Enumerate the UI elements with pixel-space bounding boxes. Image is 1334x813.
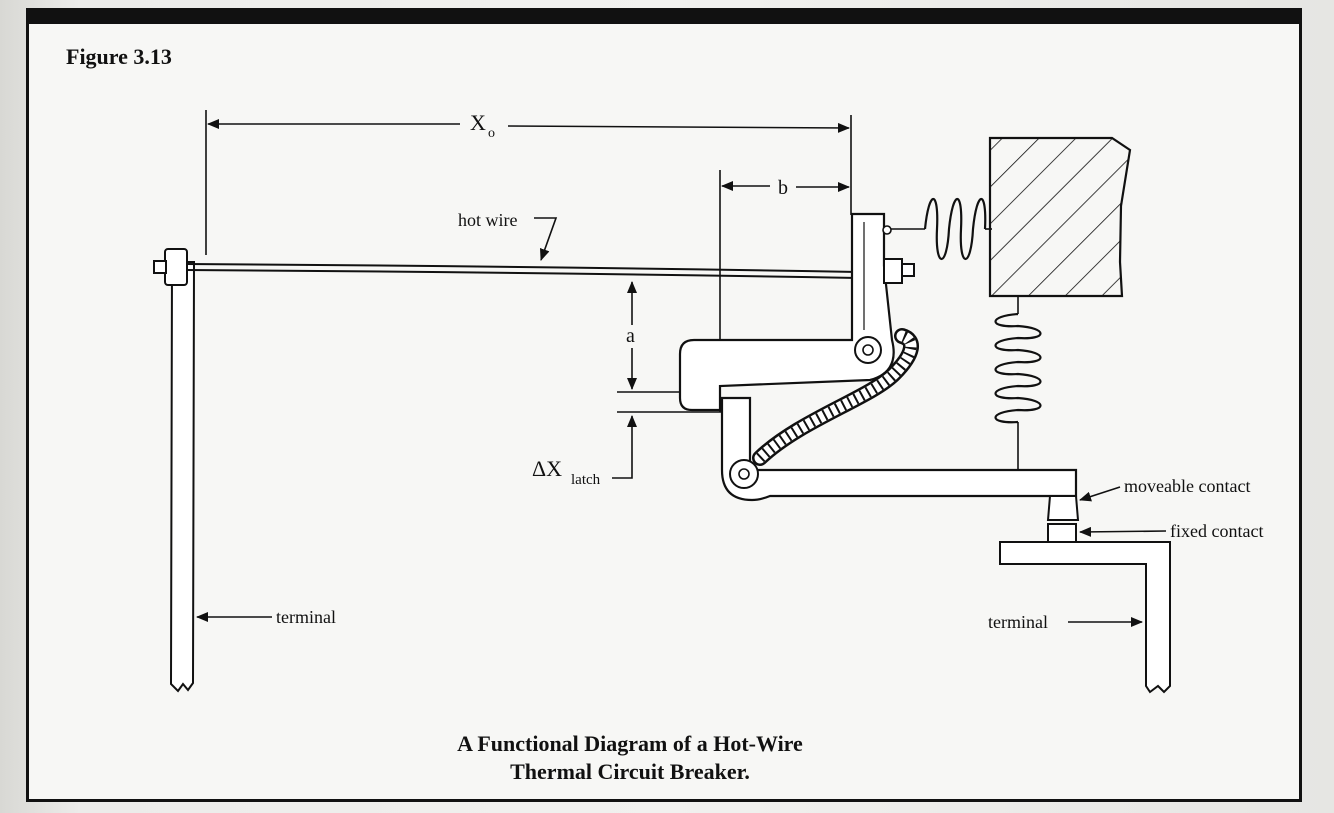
caption-line-1: A Functional Diagram of a Hot-Wire: [457, 731, 803, 756]
left-terminal-post: [169, 261, 196, 693]
figure-caption: A Functional Diagram of a Hot-Wire Therm…: [380, 730, 880, 786]
b-label: b: [778, 177, 788, 199]
left-wire-anchor: [153, 248, 188, 286]
dimension-a: a: [617, 281, 722, 413]
left-terminal-label: terminal: [276, 607, 336, 627]
flexible-braid: [752, 328, 919, 466]
upper-latch-lever: [678, 212, 915, 412]
fixed-contact: [1047, 523, 1077, 543]
moveable-contact-pointer: [1079, 486, 1121, 502]
hot-wire-label: hot wire: [458, 210, 517, 230]
fixed-contact-pointer: [1079, 526, 1167, 537]
fixed-contact-label: fixed contact: [1170, 521, 1263, 541]
contact-spring: [994, 296, 1042, 470]
fixed-housing-block: [988, 136, 1132, 298]
a-label: a: [626, 325, 635, 347]
dimension-x0: X o: [205, 110, 852, 255]
latch-spring: [891, 197, 992, 261]
figure-number: Figure 3.13: [66, 44, 172, 69]
right-terminal-bracket: [999, 541, 1171, 694]
dimension-delta-x-latch: ΔX latch: [532, 415, 637, 488]
delta-x-label: ΔX: [532, 456, 562, 481]
delta-x-subscript: latch: [571, 472, 601, 488]
caption-line-2: Thermal Circuit Breaker.: [510, 759, 750, 784]
hot-wire-pointer: [534, 217, 558, 261]
moveable-contact: [1046, 495, 1080, 521]
x0-label: X: [470, 110, 486, 135]
hot-wire: [185, 263, 859, 279]
x0-subscript: o: [488, 126, 495, 141]
right-terminal-label: terminal: [988, 612, 1048, 632]
contact-arm: [720, 396, 1078, 502]
moveable-contact-label: moveable contact: [1124, 476, 1250, 496]
